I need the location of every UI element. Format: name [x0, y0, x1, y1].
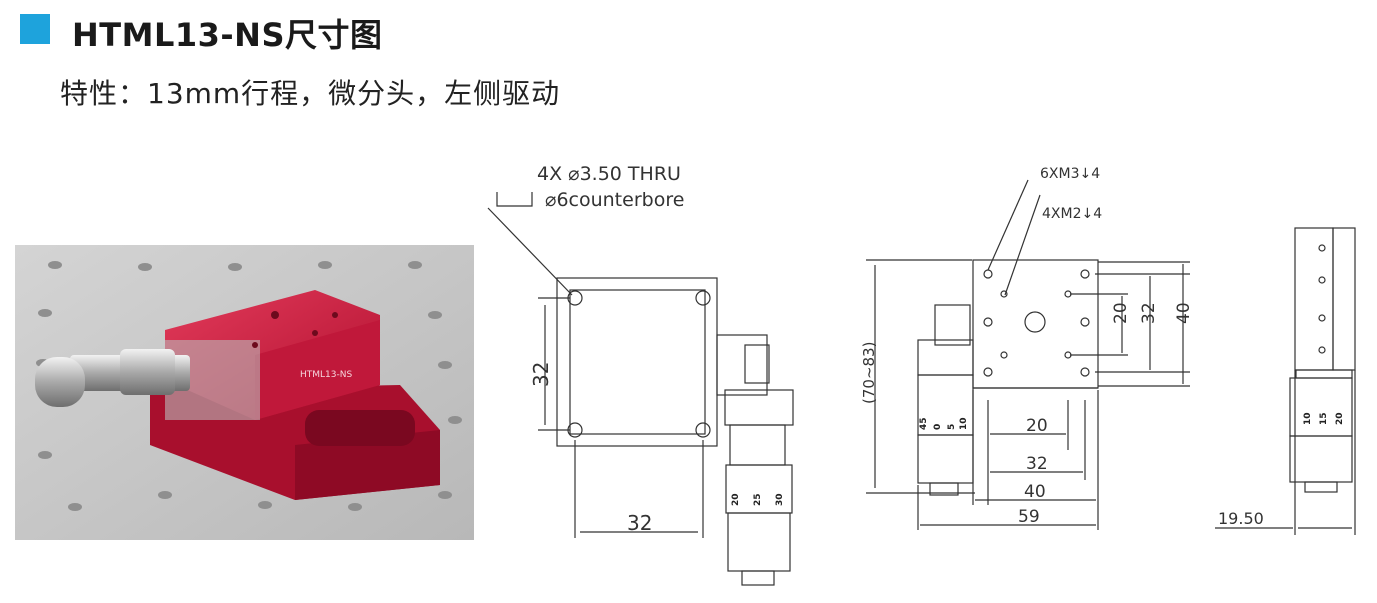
front-micrometer-tick-1: 45	[919, 417, 929, 430]
top-dim-height: 32	[529, 362, 553, 387]
top-view-inner	[569, 289, 706, 435]
front-dim-20-vertical: 20	[1111, 302, 1131, 324]
side-view-body	[1294, 227, 1334, 371]
front-micrometer-tick-4: 10	[959, 417, 969, 430]
hole-callout-thru: 4X ⌀3.50 THRU	[537, 163, 681, 185]
product-photo: HTML13-NS	[15, 245, 474, 540]
center-bore	[1024, 311, 1046, 333]
front-dim-height-range: (70~83)	[860, 342, 878, 404]
m3-leader	[987, 179, 1029, 271]
callout-m2: 4XM2↓4	[1042, 206, 1102, 222]
side-micrometer-tick-1: 10	[1303, 412, 1313, 425]
front-view	[866, 179, 1190, 530]
top-micrometer-tick-3: 30	[775, 493, 785, 506]
top-view-outline	[556, 277, 718, 447]
page-title: HTML13-NS尺寸图	[72, 16, 383, 54]
thru-hole-tr	[695, 290, 711, 306]
side-view	[1215, 227, 1356, 535]
callout-m3: 6XM3↓4	[1040, 166, 1100, 182]
title-accent-square	[20, 14, 50, 44]
front-micrometer-tick-3: 5	[947, 424, 957, 430]
feature-subtitle: 特性：13mm行程，微分头，左侧驱动	[60, 77, 561, 110]
top-micrometer-tick-1: 20	[731, 493, 741, 506]
top-view	[487, 192, 794, 586]
front-dim-32-vertical: 32	[1139, 302, 1159, 324]
front-dim-40-vertical: 40	[1174, 302, 1194, 324]
photo-product-label: HTML13-NS	[300, 370, 352, 380]
m2-leader	[1004, 194, 1041, 296]
top-dim-width: 32	[627, 511, 652, 535]
front-dim-59: 59	[1018, 507, 1040, 527]
hole-callout-counterbore: ⌀6counterbore	[545, 189, 684, 211]
counterbore-symbol	[496, 192, 533, 207]
product-photo-drawing: HTML13-NS	[15, 245, 474, 540]
front-micrometer-tick-2: 0	[933, 424, 943, 430]
hole-leader-line	[487, 207, 573, 296]
side-micrometer-tick-3: 20	[1335, 412, 1345, 425]
front-dim-32: 32	[1026, 454, 1048, 474]
thru-hole-br	[695, 422, 711, 438]
side-dim-offset: 19.50	[1218, 509, 1264, 528]
top-micrometer-tick-2: 25	[753, 493, 763, 506]
front-dim-40: 40	[1024, 482, 1046, 502]
front-dim-20: 20	[1026, 416, 1048, 436]
side-micrometer-tick-2: 15	[1319, 412, 1329, 425]
